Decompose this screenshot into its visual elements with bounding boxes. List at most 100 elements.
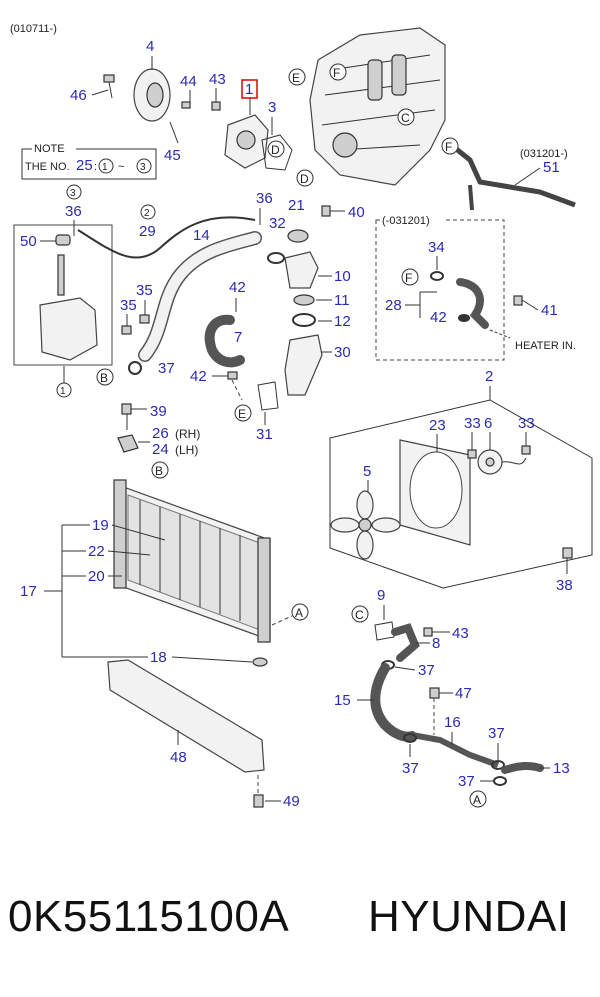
callout-37-mid: 37 bbox=[418, 662, 435, 679]
clamp-37-left bbox=[128, 361, 142, 375]
bracket-26-24 bbox=[117, 434, 139, 453]
circle-letter-c-engine: C bbox=[397, 108, 415, 126]
svg-text:F: F bbox=[405, 271, 412, 285]
bolt-44 bbox=[181, 101, 191, 109]
heater-pipe-51 bbox=[453, 146, 576, 211]
callout-13: 13 bbox=[553, 760, 570, 777]
callout-50: 50 bbox=[20, 233, 37, 250]
bolt-38 bbox=[562, 547, 573, 559]
svg-text:F: F bbox=[333, 66, 340, 80]
svg-text:2: 2 bbox=[144, 208, 150, 219]
part-code: 0K55115100A bbox=[8, 892, 290, 941]
gasket-12 bbox=[292, 313, 316, 327]
callout-15: 15 bbox=[334, 692, 351, 709]
circle-letter-b-left: B bbox=[96, 368, 114, 386]
callout-23: 23 bbox=[429, 417, 446, 434]
callout-47: 47 bbox=[455, 685, 472, 702]
callout-37-bottom: 37 bbox=[458, 773, 475, 790]
water-pump bbox=[224, 114, 269, 169]
radiator-cover-48 bbox=[107, 659, 265, 773]
rh-label: (RH) bbox=[175, 427, 200, 441]
bolt-39 bbox=[121, 403, 132, 415]
callout-3: 3 bbox=[268, 99, 276, 116]
callout-40: 40 bbox=[348, 204, 365, 221]
circle-letter-a-low: A bbox=[469, 790, 487, 808]
callout-26: 26 bbox=[152, 425, 169, 442]
svg-text:B: B bbox=[100, 371, 108, 385]
svg-text:D: D bbox=[271, 143, 280, 157]
clamp-32 bbox=[267, 252, 285, 264]
nut-43 bbox=[211, 101, 221, 111]
callout-43-top: 43 bbox=[209, 71, 226, 88]
svg-text:B: B bbox=[155, 464, 163, 478]
reservoir-cap bbox=[55, 234, 71, 246]
svg-text:E: E bbox=[238, 407, 246, 421]
callout-37-right: 37 bbox=[488, 725, 505, 742]
callout-37-low: 37 bbox=[402, 760, 419, 777]
pipe-8 bbox=[391, 623, 420, 662]
circle-number-1: 1 bbox=[56, 382, 72, 398]
callout-31: 31 bbox=[256, 426, 273, 443]
callout-22: 22 bbox=[88, 543, 105, 560]
callout-33-right: 33 bbox=[518, 415, 535, 432]
circle-letter-d-2: D bbox=[296, 169, 314, 187]
fan-motor-6 bbox=[477, 449, 527, 475]
callout-5: 5 bbox=[363, 463, 371, 480]
nut-33-left bbox=[467, 449, 477, 459]
bolt-47 bbox=[429, 687, 440, 699]
callout-28: 28 bbox=[385, 297, 402, 314]
callout-7: 7 bbox=[234, 329, 242, 346]
circle-letter-e-top: E bbox=[288, 68, 306, 86]
callout-29: 29 bbox=[139, 223, 156, 240]
callout-32: 32 bbox=[269, 215, 286, 232]
reservoir-tank bbox=[39, 254, 98, 361]
gasket-3 bbox=[261, 134, 293, 171]
callout-12: 12 bbox=[334, 313, 351, 330]
callout-19: 19 bbox=[92, 517, 109, 534]
period-upper-right: (031201-) bbox=[520, 148, 568, 160]
bolt-35-mid bbox=[139, 314, 150, 324]
callout-33-left: 33 bbox=[464, 415, 481, 432]
svg-text:C: C bbox=[355, 608, 364, 622]
callout-36-left: 36 bbox=[65, 203, 82, 220]
svg-text:~: ~ bbox=[118, 161, 124, 173]
hose-13 bbox=[501, 761, 544, 774]
callout-24: 24 bbox=[152, 441, 169, 458]
bolt-35-left bbox=[121, 325, 132, 335]
callout-51: 51 bbox=[543, 159, 560, 176]
fan-shroud bbox=[399, 439, 471, 546]
svg-text:THE NO.: THE NO. bbox=[25, 161, 70, 173]
fan-group-frame bbox=[329, 399, 593, 589]
callout-14: 14 bbox=[193, 227, 210, 244]
circle-letter-f-pipe: F bbox=[441, 137, 459, 155]
callout-34: 34 bbox=[428, 239, 445, 256]
gasket-31 bbox=[257, 381, 279, 411]
overflow-hose-29 bbox=[77, 216, 256, 259]
callout-21: 21 bbox=[288, 197, 305, 214]
nut-33-right bbox=[521, 445, 531, 455]
callout-8: 8 bbox=[432, 635, 440, 652]
callout-41: 41 bbox=[541, 302, 558, 319]
svg-text:3: 3 bbox=[70, 188, 76, 199]
circle-letter-c-low: C bbox=[351, 605, 369, 623]
circle-number-2: 2 bbox=[140, 204, 156, 220]
svg-text:3: 3 bbox=[140, 162, 146, 173]
svg-text:E: E bbox=[292, 71, 300, 85]
fan-blades-5 bbox=[330, 490, 401, 560]
clamp-34 bbox=[430, 271, 444, 281]
callout-48: 48 bbox=[170, 749, 187, 766]
svg-text:C: C bbox=[401, 111, 410, 125]
callout-16: 16 bbox=[444, 714, 461, 731]
svg-text:D: D bbox=[300, 172, 309, 186]
callout-18: 18 bbox=[150, 649, 167, 666]
callout-2: 2 bbox=[485, 368, 493, 385]
lh-label: (LH) bbox=[175, 443, 198, 457]
callout-45: 45 bbox=[164, 147, 181, 164]
callout-35-mid: 35 bbox=[136, 282, 153, 299]
clamp-37-bottom bbox=[493, 776, 507, 786]
bolt-46 bbox=[103, 74, 115, 99]
clamp-37-low bbox=[403, 733, 417, 743]
svg-text:NOTE: NOTE bbox=[34, 143, 65, 155]
thermostat-housing-10 bbox=[284, 251, 319, 289]
cap-21 bbox=[287, 229, 309, 243]
